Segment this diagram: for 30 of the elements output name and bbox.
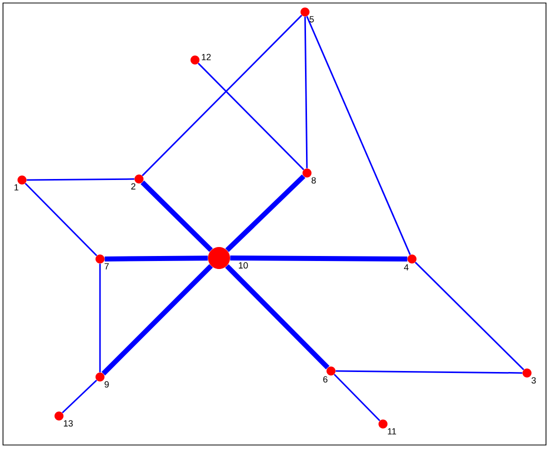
connector-line [334, 374, 380, 422]
node-label: 2 [131, 183, 136, 190]
node-label: 4 [404, 264, 409, 270]
node-label: 7 [104, 263, 109, 270]
node-label: 3 [532, 377, 536, 384]
connector-line [102, 264, 213, 376]
connector-line [140, 180, 213, 252]
connector-line [304, 16, 308, 168]
connector-line [104, 256, 208, 262]
node-label: 13 [64, 420, 73, 427]
node-label: 9 [104, 381, 109, 388]
node-label: 5 [310, 16, 314, 22]
connector-line [414, 262, 524, 370]
connector-line [142, 14, 302, 176]
connector-line [230, 256, 408, 262]
node-label: 10 [238, 262, 248, 269]
connector-line [306, 16, 411, 255]
node-label: 12 [202, 54, 211, 60]
connector-line [198, 62, 304, 170]
node-label: 1 [14, 184, 18, 190]
node-label: 8 [312, 177, 316, 184]
node-label: 6 [323, 376, 328, 383]
connector-line [24, 182, 98, 256]
connector-line [62, 380, 98, 414]
connector-line [99, 264, 101, 372]
connector-line [225, 174, 306, 252]
connector-line [336, 370, 522, 374]
connector-line [26, 178, 134, 181]
node-label: 11 [388, 428, 396, 434]
connector-line [225, 264, 330, 370]
